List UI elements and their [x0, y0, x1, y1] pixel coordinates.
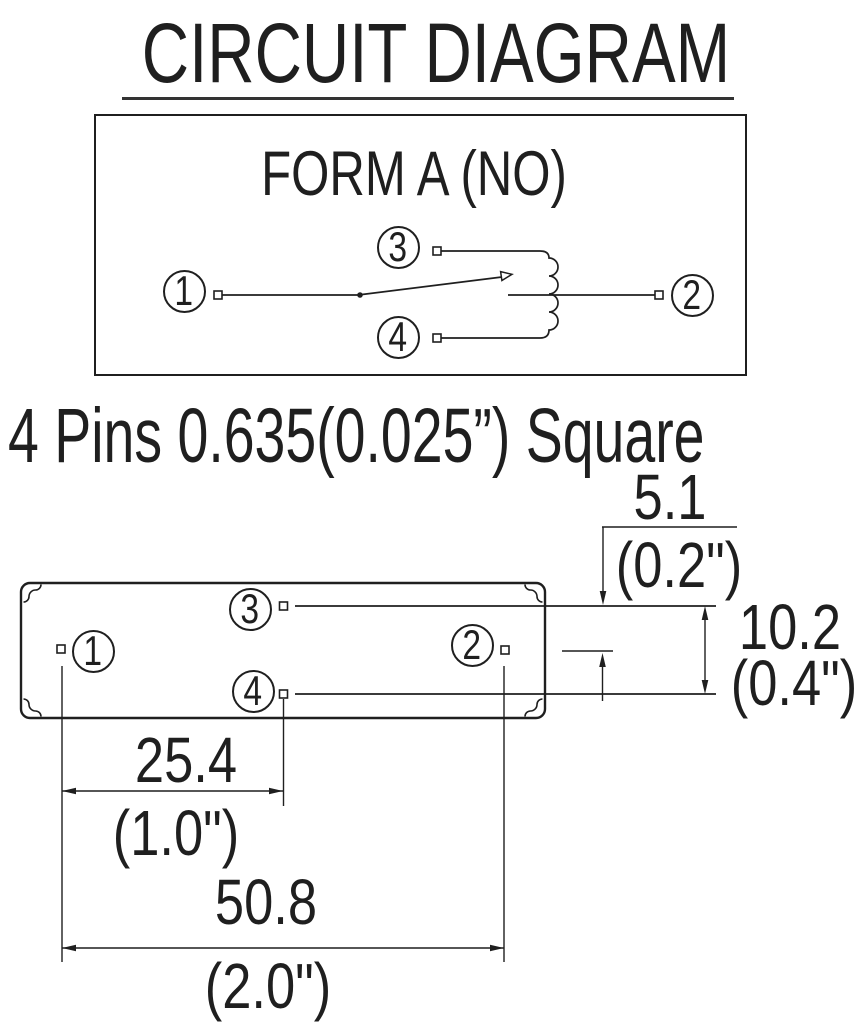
arrow-up-icon — [599, 653, 606, 667]
terminal-4-icon — [432, 333, 442, 343]
arrow-up-icon — [701, 606, 709, 620]
package-pin-3-circle: 3 — [228, 585, 272, 632]
package-corner-notches — [22, 583, 544, 718]
pin-3-label: 3 — [240, 585, 260, 632]
arrow-down-icon — [701, 680, 709, 694]
package-terminal-1-icon — [56, 644, 66, 654]
pin-3-label: 3 — [388, 223, 408, 270]
package-pin-2-circle: 2 — [450, 621, 494, 668]
dim-25-4-inch-label: (1.0") — [112, 797, 240, 869]
pin-2-label: 2 — [682, 271, 702, 318]
dimension-lines — [61, 526, 737, 962]
schematic-pin-1-circle: 1 — [162, 267, 206, 314]
arrow-right-icon — [490, 944, 504, 952]
package-pin-4-circle: 4 — [231, 667, 275, 714]
corner-notch-icon — [23, 584, 42, 603]
schematic-pin-2-circle: 2 — [670, 271, 714, 318]
pin-2-label: 2 — [462, 621, 482, 668]
dim-50-8-inch-label: (2.0") — [204, 950, 332, 1022]
pin-1-label: 1 — [174, 267, 194, 314]
pin-1-label: 1 — [83, 627, 103, 674]
arrow-down-icon — [599, 591, 607, 605]
package-terminal-3-icon — [278, 601, 289, 611]
terminal-2-icon — [654, 290, 664, 300]
title-underline — [122, 97, 734, 100]
schematic-pin-4-circle: 4 — [376, 313, 420, 360]
corner-notch-icon — [524, 698, 544, 718]
switch-arm — [357, 276, 503, 296]
switch-pivot-dot — [357, 292, 363, 298]
arrow-right-icon — [269, 787, 283, 795]
package-terminal-4-icon — [278, 689, 289, 699]
page-title: CIRCUIT DIAGRAM — [141, 6, 731, 100]
switch-arrowhead-icon — [499, 270, 514, 282]
dim-10-2-inch-label: (0.4") — [730, 647, 858, 719]
arrow-left-icon — [62, 787, 76, 795]
schematic-pin-3-circle: 3 — [376, 223, 420, 270]
pin-4-label: 4 — [243, 667, 263, 714]
dim-25-4-mm-label: 25.4 — [134, 724, 238, 796]
package-pin-1-circle: 1 — [71, 627, 115, 674]
terminal-1-icon — [213, 290, 223, 300]
pin-4-label: 4 — [388, 313, 408, 360]
dim-10-2-mm-label: 10.2 — [738, 591, 842, 663]
schematic-heading: FORM A (NO) — [261, 139, 567, 209]
arrow-left-icon — [62, 944, 76, 952]
dim-5-1-inch-label: (0.2") — [615, 529, 743, 601]
pin-note: 4 Pins 0.635(0.025”) Square — [8, 393, 705, 479]
package-terminal-2-icon — [500, 645, 510, 655]
terminal-3-icon — [432, 246, 442, 256]
dim-5-1-mm-label: 5.1 — [633, 461, 707, 533]
corner-notch-icon — [524, 583, 544, 603]
dim-50-8-mm-label: 50.8 — [214, 866, 318, 938]
coil-symbol — [441, 250, 559, 339]
schematic-box — [94, 114, 747, 376]
corner-notch-icon — [22, 698, 42, 718]
dimension-arrowheads — [62, 591, 709, 952]
